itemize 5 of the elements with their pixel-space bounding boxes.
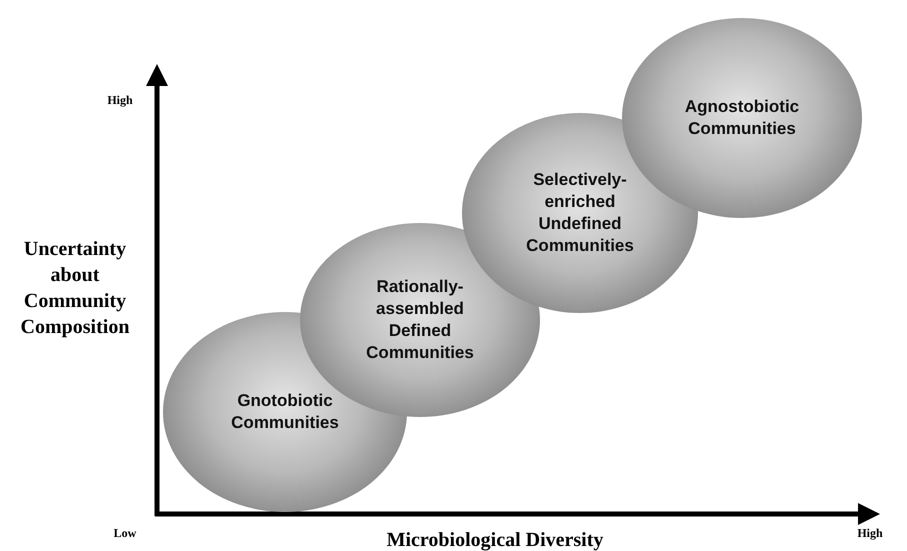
axis-tick-label: High [856, 526, 884, 542]
axis-tick-label: High [106, 93, 134, 109]
axis-tick-label: Low [112, 526, 138, 542]
y-axis-title: Uncertainty about Community Composition [20, 237, 130, 340]
x-axis-title: Microbiological Diversity [386, 528, 604, 551]
